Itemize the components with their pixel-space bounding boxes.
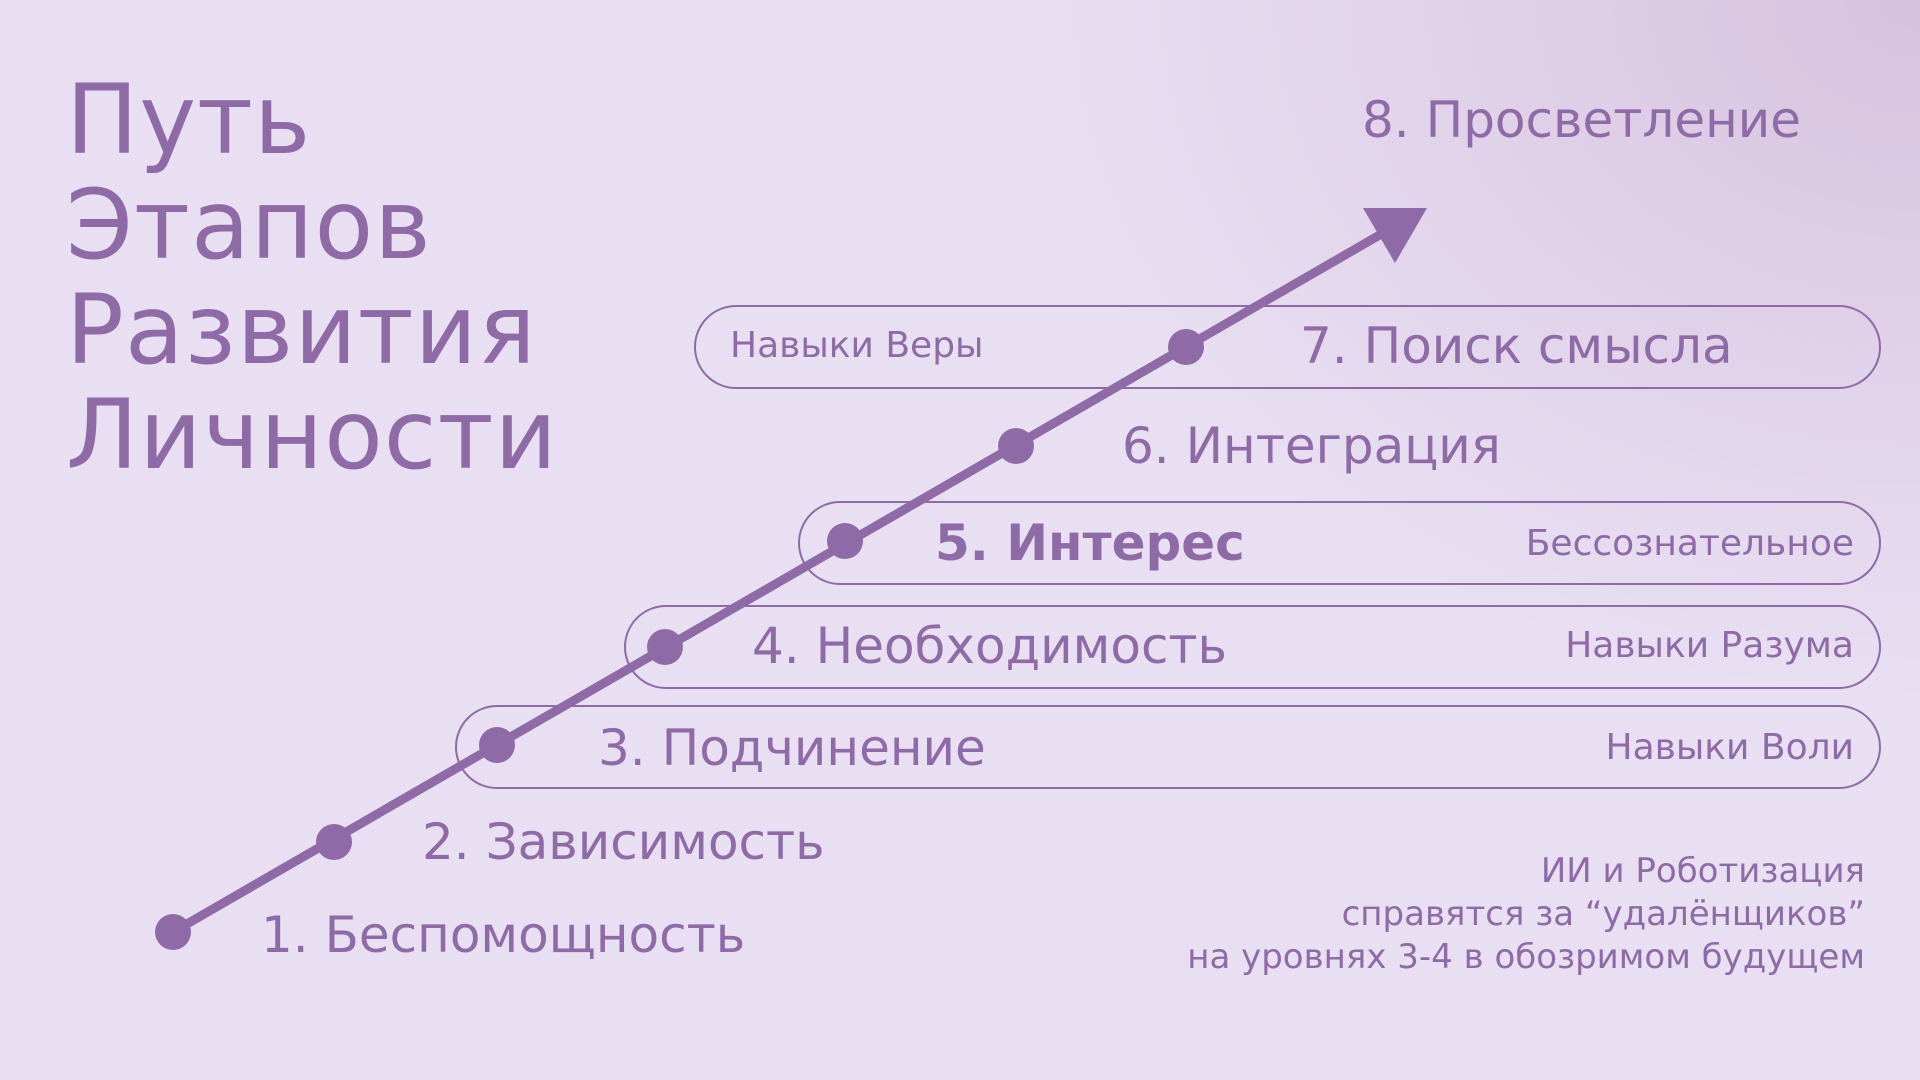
stage-label-5: 5. Интерес: [935, 514, 1245, 572]
stage-dot-3: [479, 727, 515, 763]
page-title: Путь Этапов Развития Личности: [66, 68, 558, 488]
skill-band-faith: [694, 305, 1881, 389]
title-line-4: Личности: [66, 379, 558, 491]
skill-label-unconscious: Бессознательное: [1525, 523, 1854, 564]
skill-label-faith: Навыки Веры: [730, 325, 984, 366]
stage-label-1: 1. Беспомощность: [261, 906, 746, 964]
skill-band-will: [455, 705, 1881, 789]
stage-dot-4: [647, 629, 683, 665]
skill-label-will: Навыки Воли: [1605, 727, 1854, 768]
stage-label-6: 6. Интеграция: [1122, 417, 1501, 475]
title-line-1: Путь: [66, 64, 312, 176]
title-line-2: Этапов: [66, 169, 432, 281]
automation-note: ИИ и Роботизация справятся за “удалёнщик…: [1187, 850, 1865, 979]
skill-label-mind: Навыки Разума: [1565, 625, 1854, 666]
stage-label-2: 2. Зависимость: [422, 813, 825, 871]
stage-label-3: 3. Подчинение: [598, 719, 986, 777]
stage-dot-6: [998, 428, 1034, 464]
title-line-3: Развития: [66, 274, 537, 386]
note-line-3: на уровнях 3-4 в обозримом будущем: [1187, 937, 1865, 977]
stage-dot-1: [155, 914, 191, 950]
arrowhead-icon: [1363, 208, 1427, 263]
stage-dot-5: [827, 523, 863, 559]
stage-dot-2: [316, 824, 352, 860]
note-line-2: справятся за “удалёнщиков”: [1341, 894, 1865, 934]
skill-band-mind: [624, 605, 1881, 689]
skill-band-unconscious: [798, 501, 1881, 585]
stage-label-4: 4. Необходимость: [752, 617, 1228, 675]
note-line-1: ИИ и Роботизация: [1540, 851, 1865, 891]
stage-label-7: 7. Поиск смысла: [1300, 317, 1733, 375]
stage-dot-7: [1168, 329, 1204, 365]
stage-label-8: 8. Просветление: [1362, 91, 1802, 149]
